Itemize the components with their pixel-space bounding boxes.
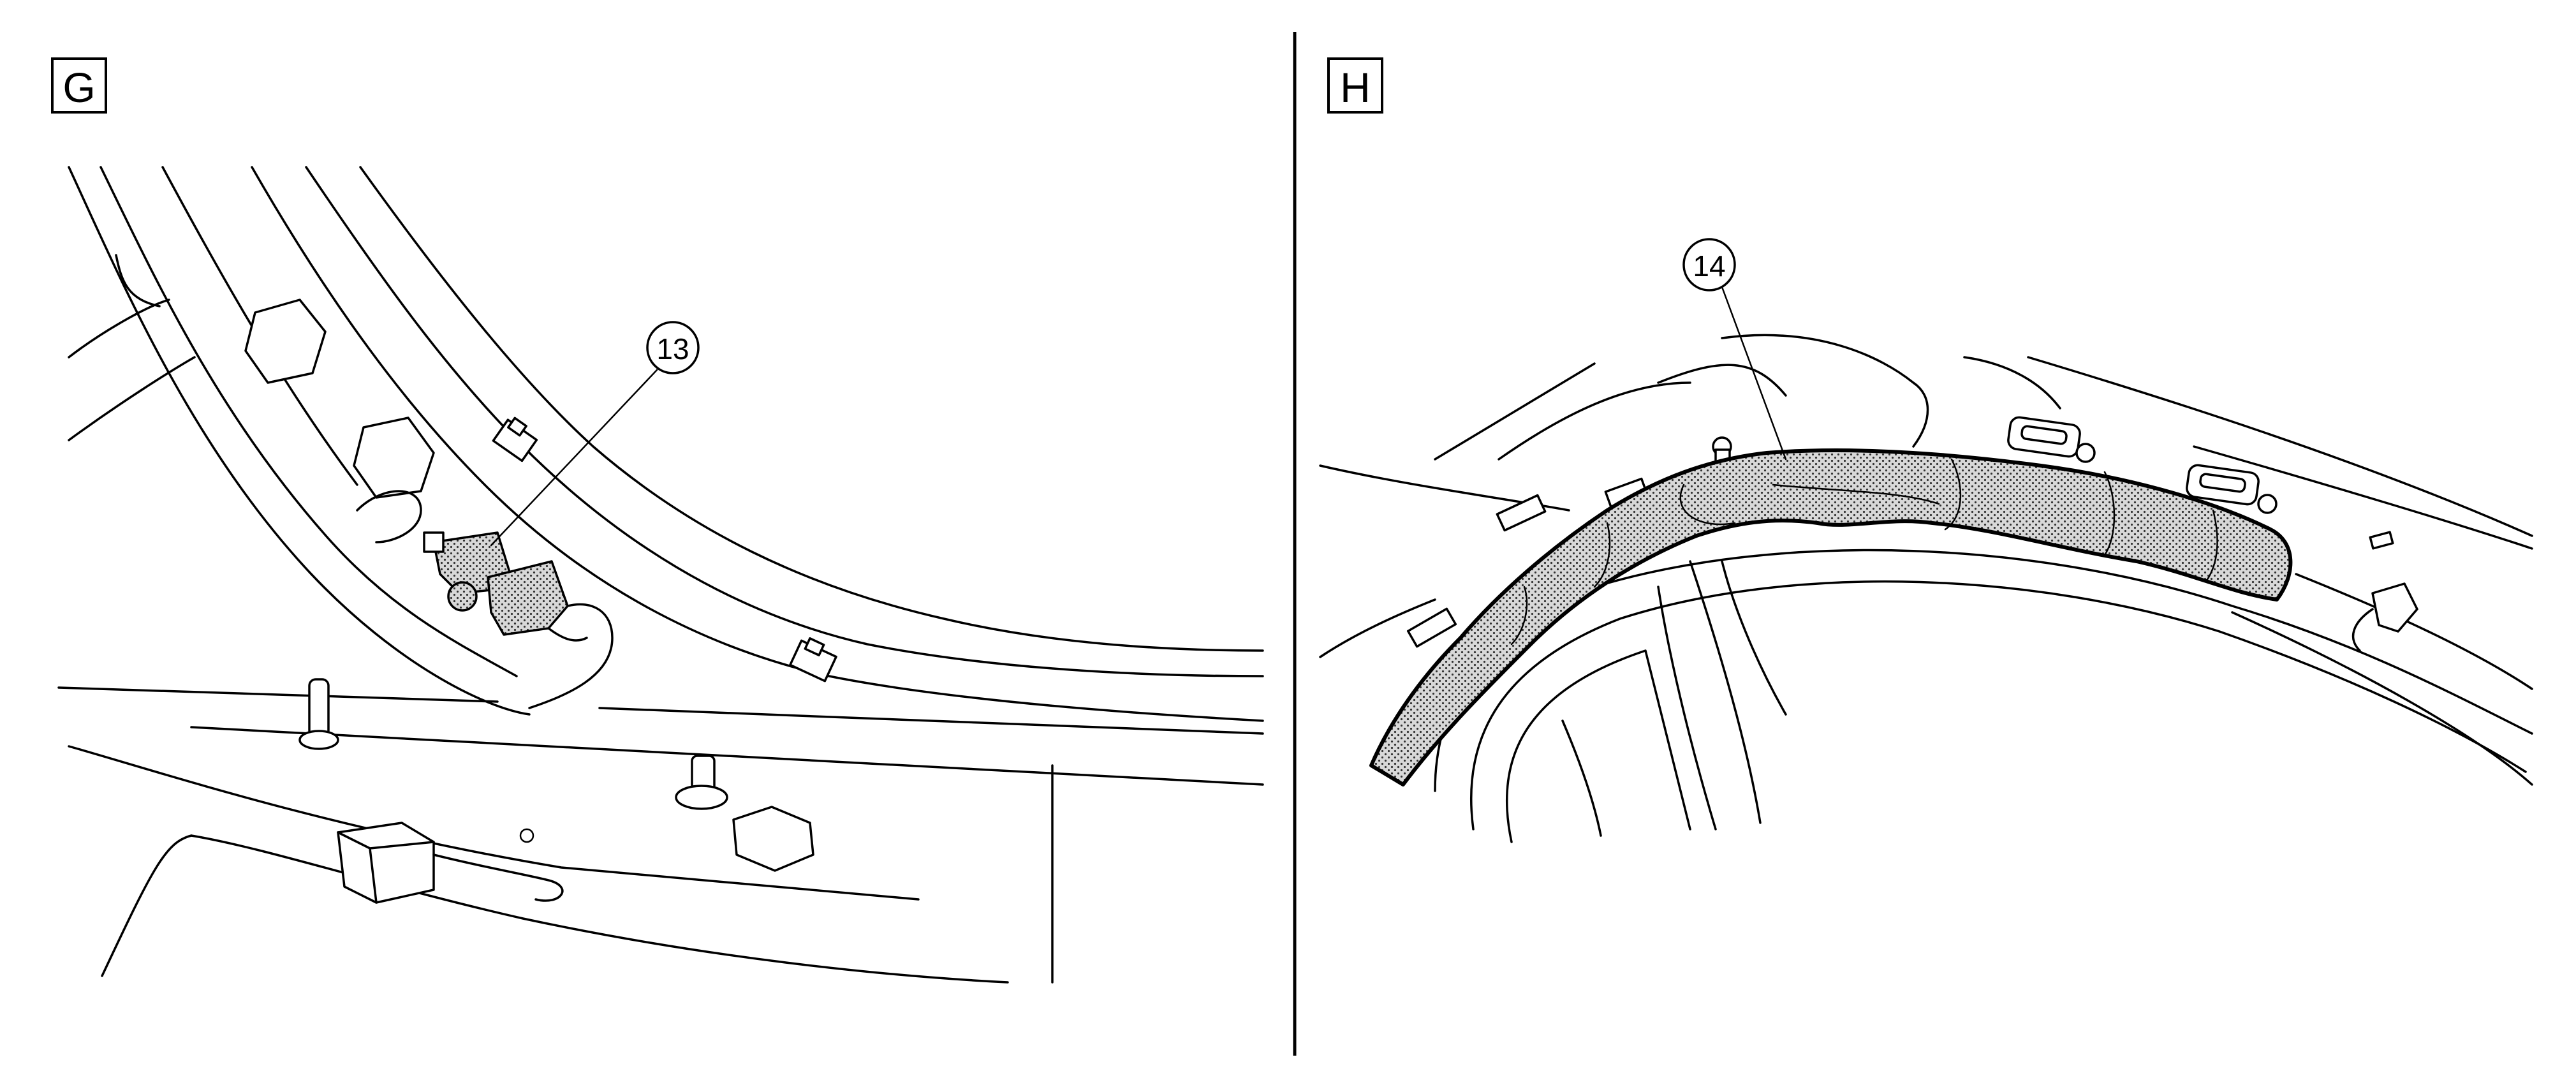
floor-lines — [57, 686, 1264, 984]
end-clip — [2352, 582, 2418, 652]
callout-14-text: 14 — [1693, 249, 1725, 283]
small-hole — [519, 828, 534, 843]
small-tab — [2369, 531, 2394, 550]
panel-g: G — [51, 57, 1264, 984]
pillar-body-lines — [68, 166, 1264, 722]
crash-sensor — [423, 531, 614, 709]
lower-connector — [337, 822, 564, 904]
bracket-loop — [356, 490, 422, 543]
upper-left-details — [68, 254, 196, 441]
callout-13: 13 — [490, 321, 700, 547]
mount-bracket-2 — [2186, 464, 2278, 514]
rail-clip-1 — [1496, 494, 1547, 532]
tie-strap — [298, 678, 339, 750]
panel-label-h-text: H — [1340, 64, 1371, 111]
panel-label-g: G — [51, 57, 107, 114]
harness-clip-upper — [492, 417, 538, 462]
mount-bracket-1 — [2007, 416, 2096, 463]
curtain-airbag — [1369, 448, 2293, 786]
panel-label-g-text: G — [63, 64, 95, 111]
hex-nut-upper — [244, 299, 327, 384]
hex-nut-middle — [353, 417, 435, 499]
harness-clip-lower — [789, 637, 837, 683]
hex-nut-lower — [732, 806, 814, 872]
floor-bolt — [675, 755, 728, 810]
callout-13-text: 13 — [656, 332, 689, 365]
panel-h: H — [1319, 57, 2533, 843]
rail-clip-2 — [1406, 607, 1457, 648]
callout-14: 14 — [1682, 238, 1787, 461]
door-opening-frame — [1434, 549, 2533, 843]
roof-body-lines — [1319, 334, 2533, 786]
panel-label-h: H — [1327, 57, 1383, 114]
